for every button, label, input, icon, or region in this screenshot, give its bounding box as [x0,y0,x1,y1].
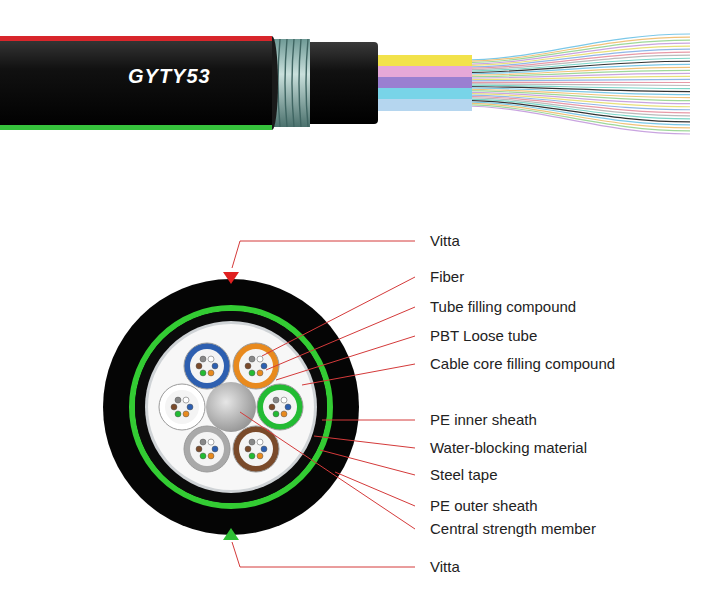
part-label: Vitta [430,558,460,576]
part-label: PE outer sheath [430,497,538,515]
steel-tape-ring [132,308,330,506]
green-vitta [0,125,272,130]
tube [372,55,472,67]
tube [372,77,472,89]
part-label: PE inner sheath [430,411,537,429]
part-label: PBT Loose tube [430,327,537,345]
central-strength-member [206,382,256,432]
part-label: Water-blocking material [430,439,587,457]
red-vitta [0,36,272,41]
outer-sheath-section [103,279,359,535]
loose-tubes [159,343,303,472]
sheath-end [272,36,278,130]
inner-sheath [300,42,378,124]
cable-mark: GYTY53 [128,67,211,85]
leader-lines [232,241,415,567]
part-label: Central strength member [430,520,596,538]
vitta-marker [223,528,239,540]
tube [372,88,472,100]
part-label: Tube filling compound [430,298,576,316]
tube [372,66,472,78]
core-filling [148,324,314,490]
fiber-fan [460,34,690,134]
part-label: Vitta [430,232,460,250]
part-label: Steel tape [430,466,498,484]
outer-sheath [0,36,272,130]
part-label: Cable core filling compound [430,355,615,373]
water-blocking-ring [145,321,317,493]
tube [372,99,472,111]
part-label: Fiber [430,268,464,286]
vitta-marker [223,272,239,284]
inner-sheath-section [135,311,327,503]
